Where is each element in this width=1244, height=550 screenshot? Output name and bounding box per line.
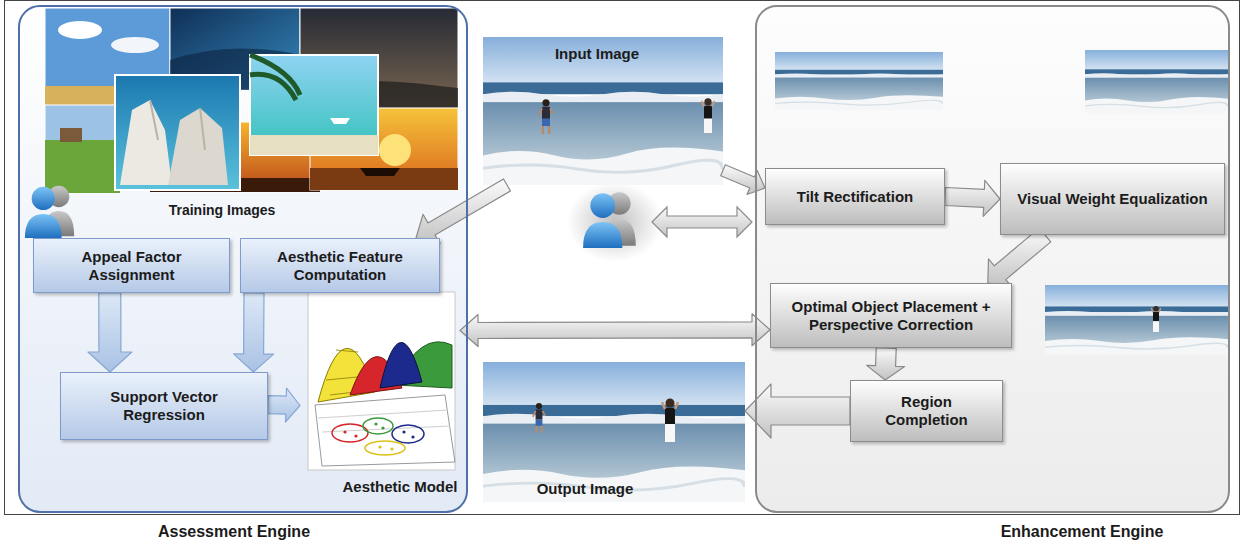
block-arrow [745, 384, 850, 438]
process-box: Visual Weight Equalization [1000, 163, 1225, 235]
caption-label: Input Image [555, 45, 639, 63]
process-box: Region Completion [850, 380, 1003, 442]
double-arrow [652, 207, 752, 237]
block-arrow [988, 228, 1051, 286]
block-arrow [721, 165, 765, 195]
input-photo [483, 37, 723, 185]
photo-frame: Output Image [483, 362, 745, 502]
caption-label: Assessment Engine [158, 522, 310, 541]
aesthetic-plot [308, 292, 455, 470]
label-slot: Assessment Engine [158, 522, 310, 541]
training-collage [45, 8, 458, 193]
process-box: Appeal Factor Assignment [33, 238, 230, 293]
label-slot: Training Images [169, 202, 276, 219]
block-arrow [945, 180, 1000, 216]
box-label: Optimal Object Placement + Perspective C… [779, 298, 1003, 334]
box-label: Appeal Factor Assignment [42, 248, 221, 284]
process-box: Tilt Rectification [765, 168, 945, 225]
engine-panel: Assessment EngineTraining ImagesAppeal F… [18, 5, 468, 513]
user-icon [567, 182, 752, 262]
model-figure: Aesthetic Model [300, 290, 460, 508]
label-slot: Enhancement Engine [1001, 522, 1164, 541]
engine-panel: Enhancement EngineTilt RectificationVisu… [755, 5, 1230, 513]
process-box: Support Vector Regression [60, 372, 268, 440]
block-arrow [88, 293, 132, 372]
label-slot: Output Image [537, 480, 634, 498]
caption-label: Training Images [169, 202, 276, 219]
output-photo [483, 362, 745, 502]
block-arrow [460, 314, 770, 347]
image-collage: Training Images [30, 8, 460, 222]
caption-label: Enhancement Engine [1001, 522, 1164, 541]
label-slot: Input Image [555, 45, 639, 63]
label-slot: Aesthetic Model [342, 478, 457, 496]
figure-frame [5, 1, 1240, 515]
photo-frame: Input Image [483, 37, 723, 185]
process-box: Aesthetic Feature Computation [240, 238, 440, 293]
box-label: Tilt Rectification [797, 188, 913, 206]
user-icon [25, 186, 74, 238]
box-label: Support Vector Regression [69, 388, 259, 424]
block-arrow [234, 293, 274, 372]
caption-label: Output Image [537, 480, 634, 498]
box-label: Visual Weight Equalization [1017, 190, 1207, 208]
block-arrow [268, 388, 300, 422]
box-label: Aesthetic Feature Computation [249, 248, 431, 284]
caption-label: Aesthetic Model [342, 478, 457, 496]
box-label: Region Completion [859, 393, 994, 429]
process-box: Optimal Object Placement + Perspective C… [770, 283, 1012, 348]
block-arrow [416, 179, 511, 244]
block-arrow [867, 348, 905, 380]
panel-fill [19, 6, 467, 512]
panel-fill [756, 6, 1229, 512]
